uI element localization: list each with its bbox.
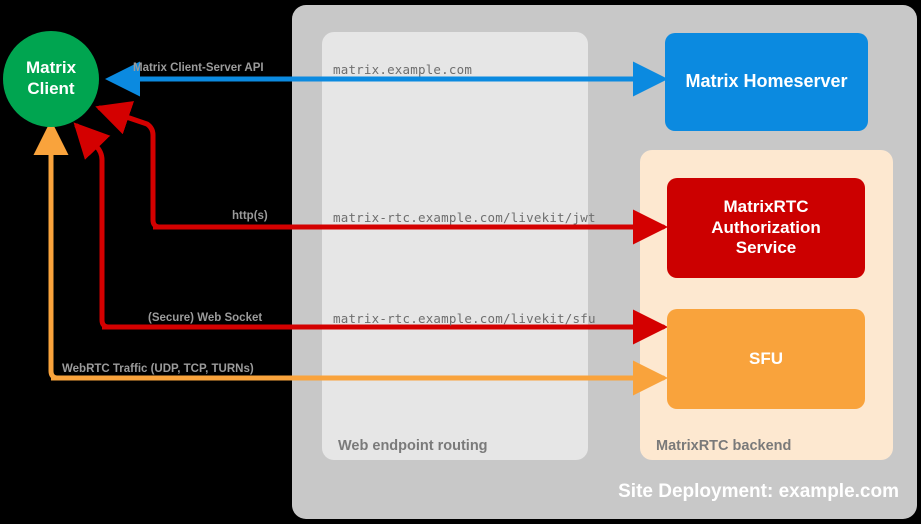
panel-web-endpoint-routing [322, 32, 588, 460]
node-matrix-client-line1: Matrix [25, 58, 77, 78]
edge-label-webrtc: WebRTC Traffic (UDP, TCP, TURNs) [62, 363, 254, 375]
node-sfu-label: SFU [749, 348, 783, 368]
panel-label-site-deployment: Site Deployment: example.com [618, 481, 899, 502]
node-auth-line3: Service [735, 238, 797, 258]
panel-label-matrixrtc-backend: MatrixRTC backend [656, 438, 792, 454]
panel-label-web-endpoint-routing: Web endpoint routing [338, 438, 488, 454]
url-matrix-example-com: matrix.example.com [333, 62, 473, 77]
node-matrixrtc-authorization-service[interactable]: MatrixRTC Authorization Service [667, 178, 865, 278]
url-livekit-jwt: matrix-rtc.example.com/livekit/jwt [333, 210, 596, 225]
node-sfu[interactable]: SFU [667, 309, 865, 409]
edge-label-cs-api: Matrix Client-Server API [133, 62, 264, 74]
node-auth-line1: MatrixRTC [723, 196, 809, 216]
node-auth-line2: Authorization [711, 217, 821, 237]
node-matrix-client[interactable]: Matrix Client [3, 31, 99, 127]
edge-label-websocket: (Secure) Web Socket [148, 312, 263, 324]
node-matrix-client-line2: Client [27, 79, 75, 98]
node-matrix-homeserver-label: Matrix Homeserver [685, 71, 848, 92]
node-matrix-homeserver[interactable]: Matrix Homeserver [665, 33, 868, 131]
edge-label-https: http(s) [232, 210, 268, 222]
url-livekit-sfu: matrix-rtc.example.com/livekit/sfu [333, 311, 596, 326]
